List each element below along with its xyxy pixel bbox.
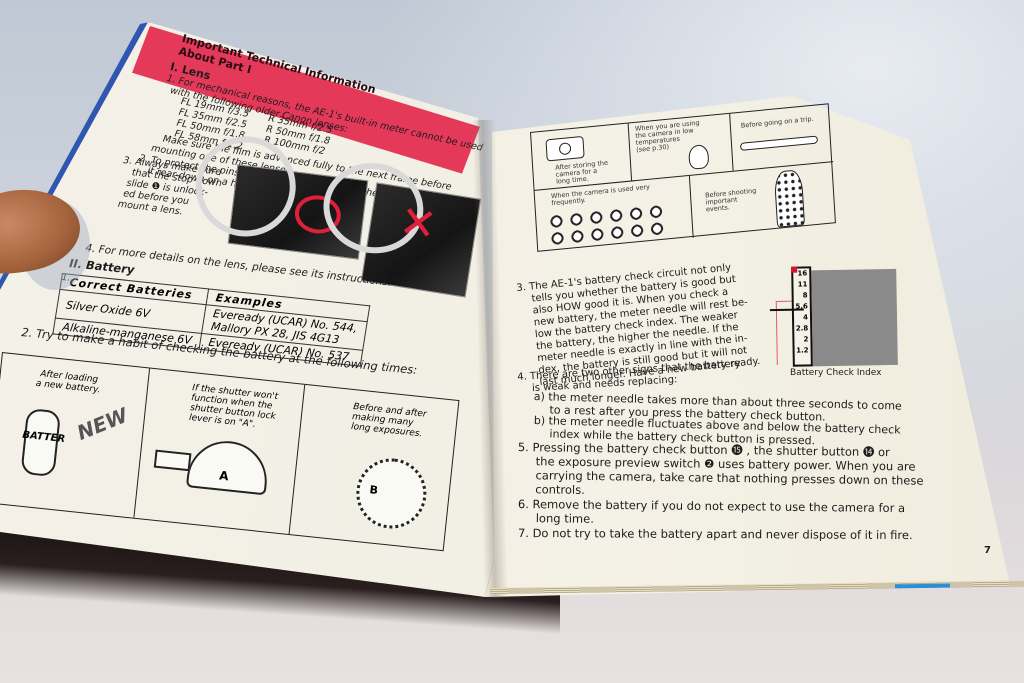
film-rolls-icon (546, 202, 668, 248)
battery-item6: 6. Remove the battery if you do not expe… (518, 497, 905, 529)
battery-item5: 5. Pressing the battery check button ⓯ ,… (517, 440, 924, 502)
panel-long-exposures: Before and after making many long exposu… (290, 385, 461, 550)
scale-tick: 8 (802, 291, 808, 300)
panel-caption: After storing the camera for a long time… (554, 158, 609, 186)
scale-tick: 4 (803, 313, 809, 322)
battery-icon: BATTER (20, 407, 66, 478)
page-number: 7 (984, 545, 991, 556)
scale-tick: 2 (803, 335, 809, 344)
scale-tick: 11 (797, 280, 808, 289)
shutter-lock-dial-icon: A (185, 437, 271, 496)
bride-icon (773, 169, 806, 228)
battery-check-index-label: Battery Check Index (790, 368, 882, 378)
scale-tick: 1.2 (796, 346, 809, 355)
new-lettering: NEW (73, 402, 132, 445)
panel-caption: Before and after making many long exposu… (350, 402, 428, 440)
scale-tick: 2.8 (795, 324, 809, 333)
panel-storing: After storing the camera for a long time… (531, 123, 633, 190)
panel-caption: After loading a new battery. (35, 369, 101, 396)
battery-item7: 7. Do not try to take the battery apart … (517, 526, 913, 543)
scale-tick: 5.6 (795, 302, 808, 311)
airplane-icon (739, 135, 819, 151)
camera-lens-icon (558, 142, 572, 156)
camera-icon (545, 135, 585, 162)
dial-b-label: B (368, 483, 379, 498)
panel-trip: Before going on a trip. (730, 104, 833, 171)
panel-caption: If the shutter won't function when the s… (188, 383, 279, 430)
dial-a-label: A (218, 468, 230, 484)
shutter-dial-icon: B (352, 455, 430, 532)
panel-caption: Before going on a trip. (740, 114, 814, 130)
panel-caption: When the camera is used very frequently. (550, 182, 651, 208)
panel-new-battery: After loading a new battery. BATTER NEW (0, 353, 151, 518)
battery-label: BATTER (21, 429, 66, 446)
meter-window (811, 268, 898, 367)
panel-shutter-lock: If the shutter won't function when the s… (134, 368, 306, 535)
snowman-icon (688, 143, 710, 170)
cover-edge-blue (894, 583, 951, 589)
panel-low-temperature: When you are using the camera in low tem… (628, 113, 734, 181)
red-x-icon: ✕ (395, 195, 441, 252)
battery-check-index-diagram: 16 11 8 5.6 4 2.8 2 1.2 (761, 265, 903, 367)
overexposure-red-mark (791, 266, 798, 273)
lever-icon (153, 449, 192, 472)
aperture-scale: 16 11 8 5.6 4 2.8 2 1.2 (791, 266, 813, 367)
panel-caption: Before shooting important events. (704, 186, 757, 214)
